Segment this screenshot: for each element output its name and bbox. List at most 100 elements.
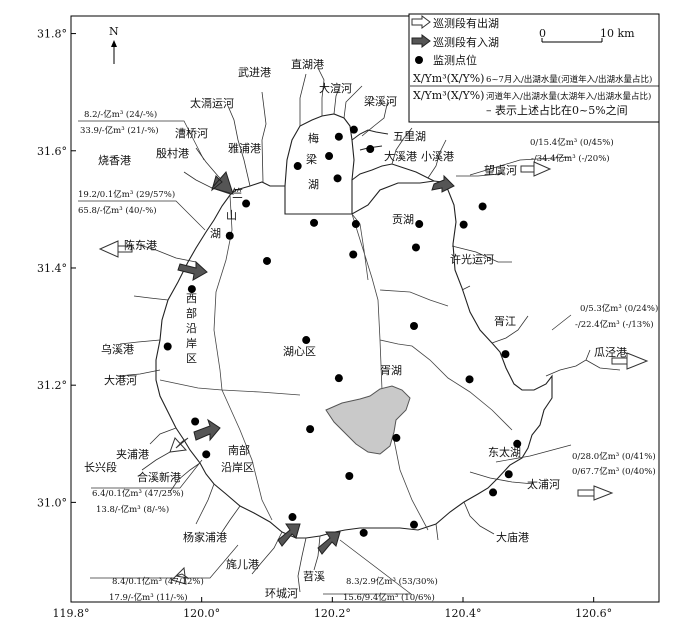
monitoring-station	[513, 439, 522, 448]
monitoring-station	[288, 513, 297, 522]
label-yangjiapugang: 杨家浦港	[183, 530, 227, 544]
monitoring-station	[334, 132, 343, 141]
label-chendonggang: 陈东港	[124, 238, 157, 252]
x-tick-label: 120.0°	[183, 607, 220, 620]
monitoring-station	[349, 125, 358, 134]
value-5a: 0/28.0亿m³ (0/41%)	[572, 451, 656, 462]
value-1a: 8.2/-亿m³ (24/-%)	[84, 109, 157, 120]
y-tick-label: 31.4°	[37, 262, 67, 275]
value-8b: 15.6/9.4亿m³ (10/6%)	[343, 592, 435, 603]
axis-ticks: 119.8°120.0°120.2°120.4°120.6°31.8°31.6°…	[37, 28, 612, 620]
monitoring-station	[345, 472, 354, 481]
y-tick-label: 31.0°	[37, 496, 67, 509]
label-changxingduan: 长兴段	[84, 460, 117, 474]
scale-zero: 0	[539, 27, 546, 40]
monitoring-station	[415, 220, 424, 229]
inflow-arrow-west	[177, 260, 208, 281]
inflow-arrow-shaoxianggang	[211, 171, 234, 195]
label-damiaogang: 大庙港	[496, 530, 529, 544]
legend-outflow-icon	[411, 15, 431, 29]
label-nanbu-2: 沿岸区	[221, 461, 254, 474]
monitoring-station	[459, 220, 468, 229]
outflow-arrow-guajinggang	[611, 352, 649, 370]
outflow-arrow-wangyuhe	[520, 161, 552, 177]
station-points	[163, 125, 522, 537]
legend-dash-note: – 表示上述占比在0~5%之间	[486, 103, 628, 117]
legend-formula2-main: X/Ym³(X/Y%)	[413, 89, 484, 102]
label-meiliang-1: 梅	[308, 131, 319, 145]
monitoring-station	[333, 174, 342, 183]
y-tick-label: 31.8°	[37, 28, 67, 41]
legend-station-icon	[415, 56, 423, 64]
value-6b: 13.8/-亿m³ (8/-%)	[96, 504, 169, 515]
monitoring-station	[366, 145, 375, 154]
place-labels: 武进港 直湖港 太滆运河 大渲河 梁溪河 漕桥河 五里湖 殷村港 雅浦港 大溪港…	[84, 57, 627, 600]
label-zhihugang: 直湖港	[291, 57, 324, 71]
legend-formula2-desc: 河道年入/出湖水量(太湖年入/出湖水量占比)	[486, 91, 651, 102]
x-tick-label: 119.8°	[53, 607, 90, 620]
value-8a: 8.3/2.9亿m³ (53/30%)	[346, 576, 438, 587]
monitoring-station	[351, 220, 360, 229]
label-hexixingang: 合溪新港	[137, 470, 181, 484]
north-label: N	[109, 25, 119, 38]
monitoring-station	[410, 520, 418, 529]
outflow-arrow-jiapugang	[169, 437, 189, 453]
monitoring-station	[263, 256, 271, 265]
value-2a: 0/15.4亿m³ (0/45%)	[530, 137, 614, 148]
label-wulihu: 五里湖	[393, 130, 426, 143]
monitoring-station	[187, 285, 196, 294]
legend: 巡测段有出湖 巡测段有入湖 监测点位 0 10 km X/Ym³(X/Y%) 6…	[408, 13, 660, 123]
label-xuguangyunhe: 许光运河	[450, 252, 494, 266]
monitoring-station	[504, 470, 513, 479]
north-arrow: N	[109, 25, 119, 64]
monitoring-station	[349, 250, 358, 259]
value-5b: 0/67.7亿m³ (0/40%)	[572, 466, 656, 477]
label-caoqiaohe: 漕桥河	[175, 126, 208, 140]
monitoring-station	[302, 336, 311, 345]
outflow-arrow-xuergang	[171, 566, 189, 585]
monitoring-station	[225, 231, 234, 240]
lake-outline	[155, 180, 553, 539]
scale-end: 10 km	[600, 27, 635, 40]
legend-formula1-desc: 6~7月入/出湖水量(河道年入/出湖水量占比)	[486, 74, 652, 85]
label-yindicun: 殷村港	[156, 146, 189, 160]
scale-bar: 0 10 km	[539, 27, 635, 43]
rivers	[117, 67, 621, 593]
label-xiaoxigang: 小溪港	[421, 150, 454, 163]
label-guajinggang: 瓜泾港	[594, 346, 627, 359]
inflow-arrow-wangyu	[431, 174, 455, 193]
label-xibu-1: 西	[186, 292, 197, 305]
label-dagangke: 大港河	[104, 373, 137, 387]
label-xuhu: 胥湖	[380, 364, 402, 377]
legend-inflow-label: 巡测段有入湖	[433, 35, 499, 49]
label-xujiang: 胥江	[494, 315, 516, 328]
leader-lines	[78, 120, 572, 595]
monitoring-station	[501, 350, 510, 359]
label-dongtaihu: 东太湖	[488, 446, 521, 459]
outflow-arrows	[98, 161, 649, 585]
inflow-arrow-south	[193, 418, 221, 442]
monitoring-station	[410, 321, 418, 330]
label-xibu-4: 岸	[186, 337, 197, 350]
flow-values: 8.2/-亿m³ (24/-%) 33.9/-亿m³ (21/-%) 0/15.…	[78, 109, 658, 603]
outflow-arrow-chendonggang	[98, 240, 133, 258]
label-shaoxianggang: 烧香港	[98, 154, 131, 167]
label-jiapugang: 夹浦港	[116, 448, 149, 461]
x-tick-label: 120.4°	[445, 607, 482, 620]
monitoring-station	[202, 450, 211, 459]
y-tick-label: 31.6°	[37, 145, 67, 158]
value-3a: 19.2/0.1亿m³ (29/57%)	[78, 189, 175, 200]
label-chenshan-2: 山	[226, 209, 237, 222]
value-6a: 6.4/0.1亿m³ (47/25%)	[92, 488, 184, 499]
monitoring-station	[293, 162, 302, 171]
monitoring-station	[359, 528, 368, 537]
label-wuxigang: 乌溪港	[101, 342, 134, 356]
value-3b: 65.8/-亿m³ (40/-%)	[78, 205, 157, 216]
monitoring-station	[325, 152, 334, 161]
label-meiliang-2: 梁	[306, 152, 317, 166]
label-taipuhe: 太浦河	[527, 478, 560, 491]
label-nanbu-1: 南部	[228, 443, 250, 457]
legend-outflow-label: 巡测段有出湖	[433, 16, 499, 30]
inflow-arrow-tiaoxi	[317, 531, 341, 555]
